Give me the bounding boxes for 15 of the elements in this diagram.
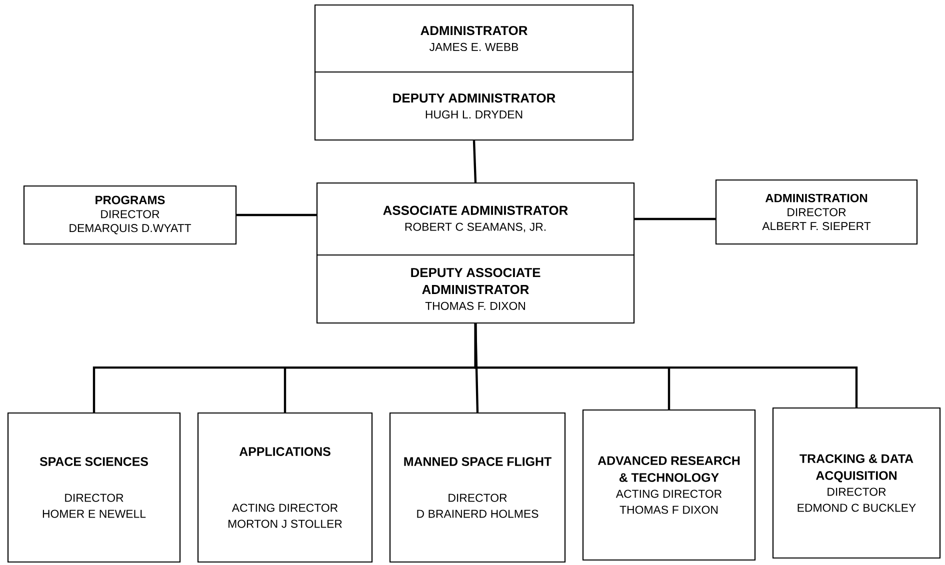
connector-line [472,140,477,182]
org-box: PROGRAMS DIRECTOR DEMARQUIS D.WYATT [23,185,237,245]
org-box: DEPUTY ADMINISTRATOR HUGH L. DRYDEN [314,71,634,141]
org-box: ADMINISTRATOR JAMES E. WEBB [314,4,634,73]
org-box: DEPUTY ASSOCIATE ADMINISTRATOR THOMAS F. DIXON [316,254,635,324]
org-box: ADMINISTRATION DIRECTOR ALBERT F. SIEPERT [715,179,918,245]
org-box: ASSOCIATE ADMINISTRATOR ROBERT C SEAMANS, JR. [316,182,635,256]
connector-line [236,214,316,216]
org-box: MANNED SPACE FLIGHT DIRECTOR D BRAINERD HOLMES [389,412,566,563]
org-box: APPLICATIONS ACTING DIRECTOR MORTON J STOLLER [197,412,373,563]
org-box: TRACKING & DATA ACQUISITION DIRECTOR EDMOND C BUCKLEY [772,407,941,559]
org-box: SPACE SCIENCES DIRECTOR HOMER E NEWELL [7,412,181,563]
connector-line [634,218,716,220]
org-box: ADVANCED RESEARCH & TECHNOLOGY ACTING DIRECTOR THOMAS F DIXON [582,409,756,561]
connector-line [474,324,858,408]
